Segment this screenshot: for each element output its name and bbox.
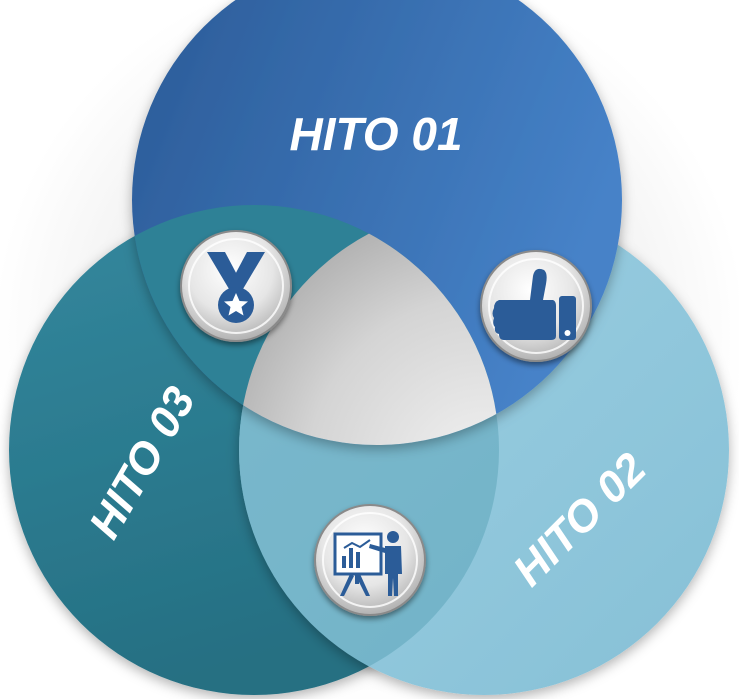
hito-01-label: HITO 01 <box>290 108 463 160</box>
thumbs-up-icon <box>492 268 576 340</box>
presentation-icon <box>333 531 402 596</box>
medal-icon <box>207 252 265 323</box>
center-overlap <box>239 205 499 445</box>
